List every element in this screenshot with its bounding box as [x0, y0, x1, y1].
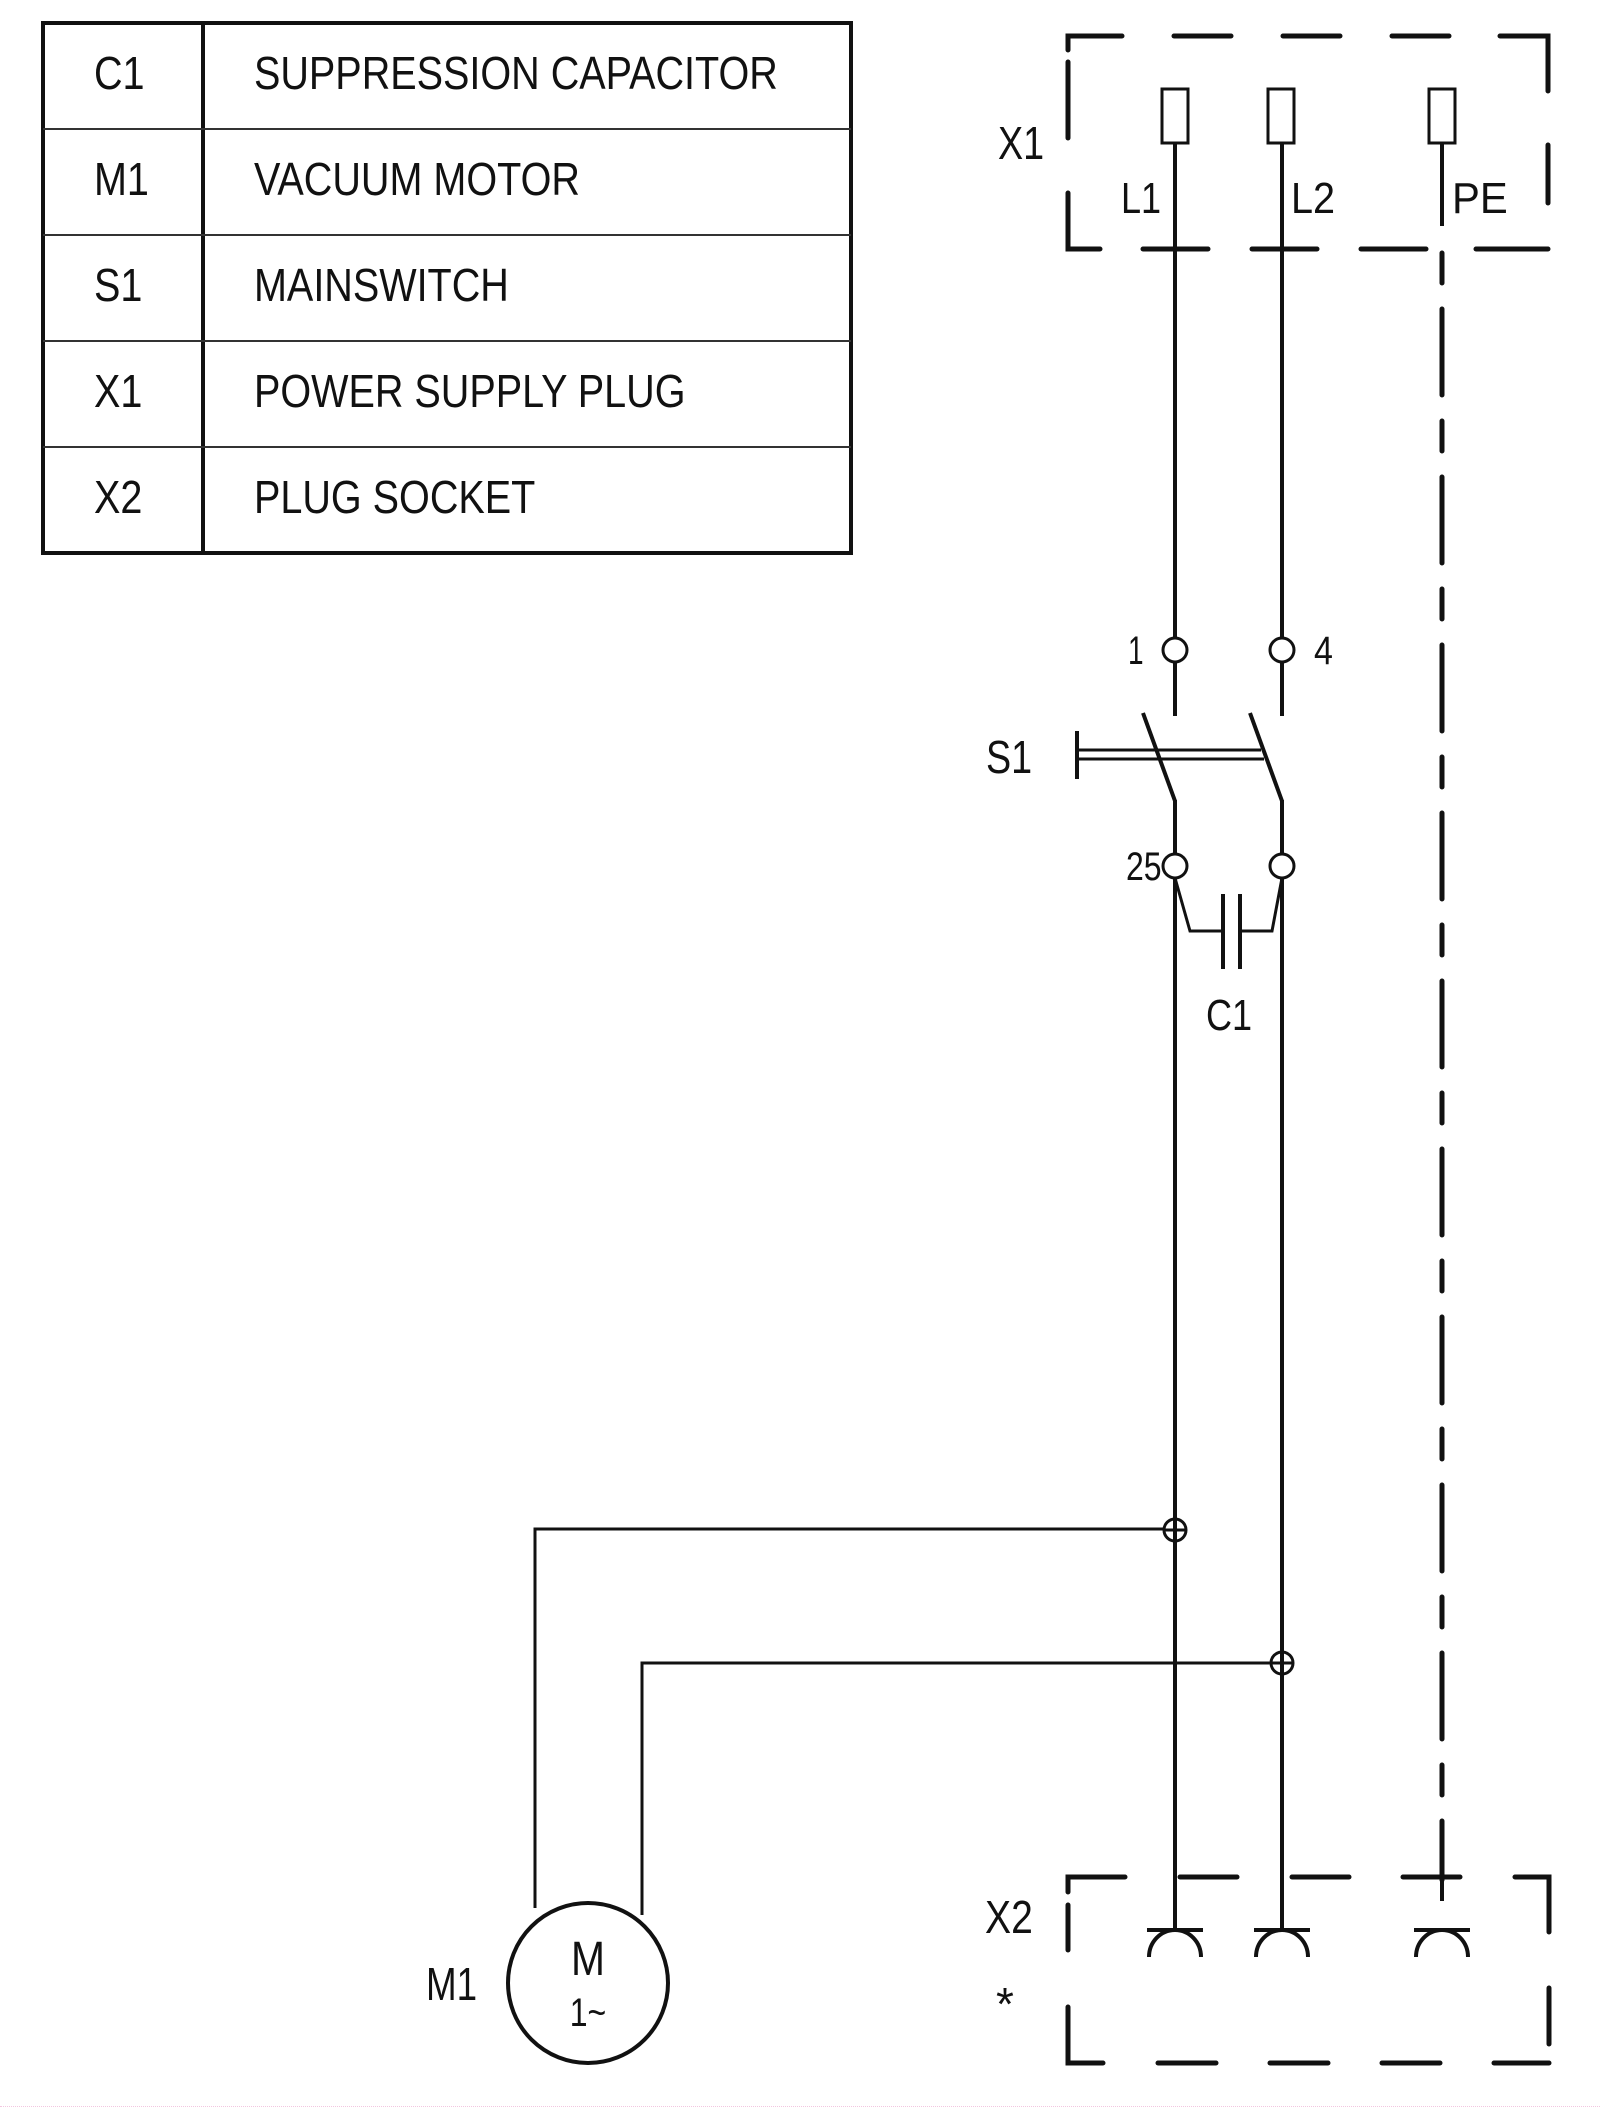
terminal-number-25: 25 — [1126, 844, 1162, 889]
terminal-label-pe: PE — [1452, 174, 1508, 223]
terminal-circle — [1161, 852, 1189, 880]
terminal-label-l1: L1 — [1121, 174, 1161, 223]
terminal-number-1: 1 — [1128, 629, 1144, 673]
x1-power-supply-plug: X1 L1 L2 PE — [998, 33, 1551, 252]
motor-phase: 1~ — [570, 1990, 606, 2035]
table-row: S1 MAINSWITCH — [94, 260, 509, 311]
c1-label: C1 — [1206, 991, 1252, 1040]
switch-blade — [1141, 712, 1177, 802]
socket-contact-pe — [1414, 1928, 1470, 1958]
component-description: SUPPRESSION CAPACITOR — [254, 48, 778, 99]
table-border — [41, 21, 853, 555]
junction-node — [1269, 1650, 1295, 1676]
component-description: VACUUM MOTOR — [254, 154, 580, 205]
socket-contact-l2 — [1254, 1928, 1310, 1958]
socket-contact-l1 — [1147, 1928, 1203, 1958]
component-code: S1 — [94, 260, 142, 311]
table-row: X1 POWER SUPPLY PLUG — [94, 366, 686, 417]
table-row: C1 SUPPRESSION CAPACITOR — [94, 48, 778, 99]
component-code: X2 — [94, 472, 142, 523]
terminal-circle — [1268, 636, 1296, 664]
table-row: X2 PLUG SOCKET — [94, 472, 535, 523]
component-code: M1 — [94, 154, 149, 205]
component-description: PLUG SOCKET — [254, 472, 535, 523]
x2-note-asterisk: * — [996, 1978, 1014, 2030]
terminal-pin-l1 — [1160, 87, 1190, 145]
component-description: MAINSWITCH — [254, 260, 509, 311]
motor-letter: M — [571, 1933, 605, 1986]
terminal-circle — [1161, 636, 1189, 664]
x2-label: X2 — [985, 1892, 1033, 1944]
x1-dashed-enclosure — [1065, 33, 1551, 252]
page-bottom-rule — [0, 2106, 1600, 2108]
c1-suppression-capacitor: C1 — [1173, 877, 1284, 1040]
motor-feed-wires — [533, 1517, 1295, 1915]
terminal-pin-pe — [1427, 87, 1457, 145]
motor-symbol — [506, 1901, 670, 2065]
s1-label: S1 — [986, 731, 1032, 782]
m1-label: M1 — [426, 1958, 477, 2010]
switch-blade — [1248, 712, 1284, 802]
m1-vacuum-motor: M 1~ M1 — [426, 1901, 670, 2065]
x2-plug-socket: X2 * — [985, 1874, 1552, 2066]
x1-label: X1 — [998, 117, 1044, 168]
component-code: X1 — [94, 366, 142, 417]
legend-table: C1 SUPPRESSION CAPACITOR M1 VACUUM MOTOR… — [41, 21, 853, 555]
s1-mainswitch: S1 1 4 25 — [986, 627, 1333, 888]
x2-dashed-enclosure — [1065, 1874, 1552, 2066]
component-description: POWER SUPPLY PLUG — [254, 366, 686, 417]
terminal-label-l2: L2 — [1291, 173, 1335, 222]
junction-node — [1162, 1517, 1188, 1543]
table-row: M1 VACUUM MOTOR — [94, 154, 580, 205]
terminal-pin-l2 — [1266, 87, 1296, 145]
terminal-number-4: 4 — [1314, 627, 1333, 672]
component-code: C1 — [94, 48, 145, 99]
terminal-circle — [1268, 852, 1296, 880]
